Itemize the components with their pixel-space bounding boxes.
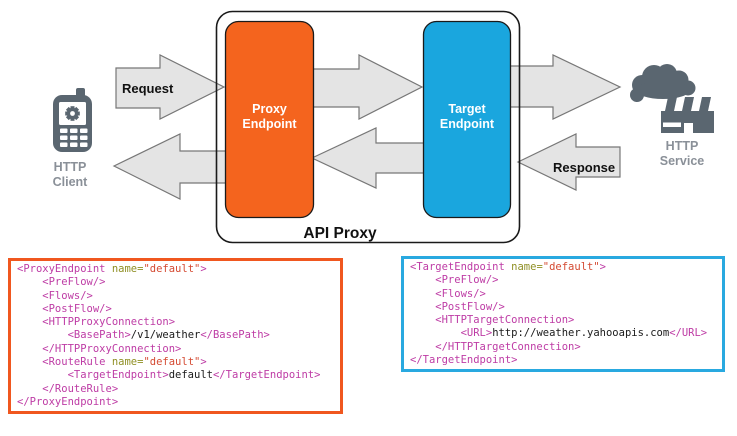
mobile-phone-icon	[53, 88, 92, 152]
target-to-service-arrow	[508, 54, 622, 120]
api-proxy-label: API Proxy	[303, 225, 377, 242]
proxy-endpoint-box	[224, 20, 315, 219]
http-client-label: HTTP Client	[53, 160, 89, 189]
svg-text:HTTP: HTTP	[666, 139, 699, 153]
proxy-endpoint-code-block: <ProxyEndpoint name="default"> <PreFlow/…	[8, 258, 343, 415]
factory-icon	[661, 97, 714, 133]
target-endpoint-label-line1: Target	[448, 102, 486, 116]
target-endpoint-label-line2: Endpoint	[440, 117, 495, 131]
response-arrow	[516, 133, 621, 191]
svg-text:Client: Client	[53, 175, 89, 189]
target-endpoint-code-block: <TargetEndpoint name="default"> <PreFlow…	[401, 256, 725, 373]
proxy-to-target-arrow	[310, 54, 424, 120]
architecture-diagram: API Proxy Proxy Endpoint Target Endpoint…	[53, 10, 714, 244]
return-arrow	[112, 133, 227, 200]
request-arrow	[115, 54, 226, 120]
target-to-proxy-arrow	[310, 127, 425, 189]
http-service-label: HTTP Service	[660, 139, 705, 168]
proxy-endpoint-label-line1: Proxy	[252, 102, 287, 116]
api-proxy-container	[215, 10, 521, 244]
svg-text:HTTP: HTTP	[54, 160, 87, 174]
gear-icon	[65, 106, 80, 121]
phone-keypad	[60, 128, 88, 147]
svg-text:Service: Service	[660, 154, 705, 168]
response-label: Response	[553, 160, 615, 175]
request-label: Request	[122, 81, 174, 96]
target-endpoint-box	[422, 20, 512, 219]
proxy-endpoint-label-line2: Endpoint	[242, 117, 297, 131]
cloud-icon	[630, 64, 696, 102]
